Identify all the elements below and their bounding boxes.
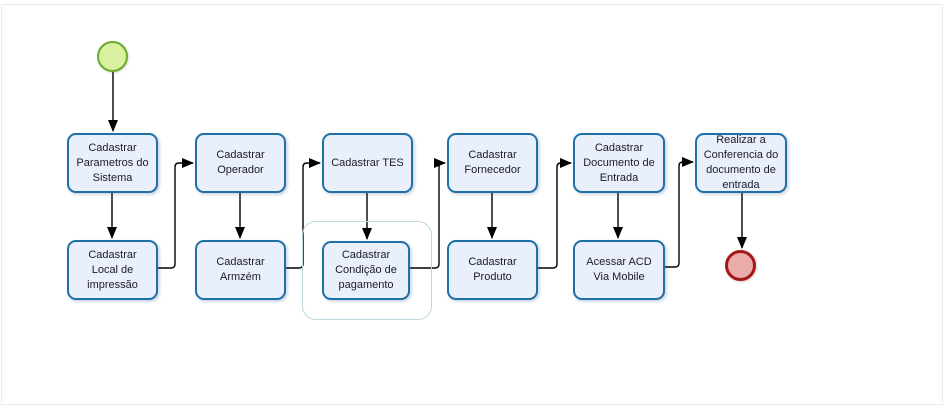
flow-produto-to-documento-entrada[interactable] xyxy=(538,158,572,269)
task-cadastrar-condicao-pagamento[interactable]: Cadastrar Condição de pagamento xyxy=(322,241,410,300)
end-event-circle[interactable] xyxy=(725,250,756,281)
task-cadastrar-armzem[interactable]: Cadastrar Armzém xyxy=(195,240,286,300)
task-label: Cadastrar Parametros do Sistema xyxy=(76,141,149,184)
task-cadastrar-operador[interactable]: Cadastrar Operador xyxy=(195,133,286,193)
task-cadastrar-local-impressao[interactable]: Cadastrar Local de impressão xyxy=(67,240,158,300)
flow-local-impressao-to-operador[interactable] xyxy=(158,158,194,269)
task-acessar-acd-via-mobile[interactable]: Acessar ACD Via Mobile xyxy=(573,240,665,300)
task-label: Cadastrar Operador xyxy=(216,149,265,176)
flow-condicao-to-fornecedor[interactable] xyxy=(410,158,446,269)
group-condicao-pagamento[interactable] xyxy=(302,221,432,320)
task-label: Cadastrar Produto xyxy=(468,256,517,283)
task-label: Cadastrar Fornecedor xyxy=(464,149,521,176)
task-label: Cadastrar Documento de Entrada xyxy=(583,141,655,184)
task-label: Cadastrar Armzém xyxy=(216,256,265,283)
task-cadastrar-fornecedor[interactable]: Cadastrar Fornecedor xyxy=(447,133,538,193)
start-event-circle[interactable] xyxy=(97,41,128,72)
flow-armzem-to-tes[interactable] xyxy=(286,158,321,269)
task-realizar-conferencia-documento-entrada[interactable]: Realizar a Conferencia do documento de e… xyxy=(695,133,787,193)
task-label: Cadastrar Local de impressão xyxy=(87,248,138,291)
task-cadastrar-parametros-sistema[interactable]: Cadastrar Parametros do Sistema xyxy=(67,133,158,193)
flow-acessar-acd-to-realizar-conferencia[interactable] xyxy=(665,157,694,268)
task-label: Realizar a Conferencia do documento de e… xyxy=(703,134,779,191)
task-cadastrar-documento-entrada[interactable]: Cadastrar Documento de Entrada xyxy=(573,133,665,193)
task-label: Acessar ACD Via Mobile xyxy=(586,256,652,283)
task-label: Cadastrar Condição de pagamento xyxy=(335,249,397,291)
task-cadastrar-produto[interactable]: Cadastrar Produto xyxy=(447,240,538,300)
task-cadastrar-tes[interactable]: Cadastrar TES xyxy=(322,133,413,193)
task-label: Cadastrar TES xyxy=(331,156,404,169)
